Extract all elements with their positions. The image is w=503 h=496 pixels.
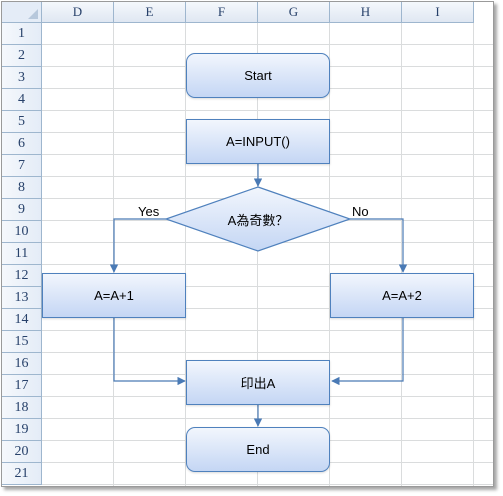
print-node-label: 印出A	[240, 376, 276, 391]
row-header[interactable]: 11	[2, 243, 42, 265]
column-header[interactable]: G	[258, 2, 330, 23]
input-node[interactable]: A=INPUT()	[186, 119, 330, 164]
row-header[interactable]: 3	[2, 67, 42, 89]
column-header[interactable]: H	[330, 2, 402, 23]
end-node-label: End	[246, 442, 270, 457]
connector-yes-to-print	[113, 317, 186, 386]
decision-node[interactable]: A為奇數？	[165, 188, 351, 250]
row-gridline	[42, 352, 493, 353]
column-gridline	[401, 23, 402, 486]
column-gridline	[185, 23, 186, 486]
connector-yes-branch	[109, 218, 166, 273]
row-gridline	[42, 286, 493, 287]
row-gridline	[42, 176, 493, 177]
row-header[interactable]: 6	[2, 133, 42, 155]
no-label: No	[352, 204, 369, 219]
select-all-corner[interactable]	[2, 2, 42, 23]
column-header[interactable]: F	[186, 2, 258, 23]
row-header[interactable]: 12	[2, 265, 42, 287]
row-header[interactable]: 4	[2, 89, 42, 111]
column-gridline	[329, 23, 330, 486]
row-header[interactable]: 8	[2, 177, 42, 199]
row-header[interactable]: 1	[2, 23, 42, 45]
row-header[interactable]: 7	[2, 155, 42, 177]
no-step-label: A=A+2	[382, 288, 422, 303]
column-gridline	[473, 23, 474, 486]
connector-no-branch	[350, 218, 408, 273]
row-gridline	[42, 110, 493, 111]
yes-step-node[interactable]: A=A+1	[42, 273, 186, 318]
end-node[interactable]: End	[186, 427, 330, 472]
row-gridline	[42, 308, 493, 309]
row-header[interactable]: 17	[2, 375, 42, 397]
column-gridline	[257, 23, 258, 486]
row-gridline	[42, 330, 493, 331]
row-gridline	[42, 418, 493, 419]
row-header[interactable]: 14	[2, 309, 42, 331]
column-header[interactable]: I	[402, 2, 474, 23]
row-header[interactable]: 10	[2, 221, 42, 243]
yes-label: Yes	[138, 204, 160, 219]
row-header[interactable]: 19	[2, 419, 42, 441]
select-all-triangle-icon	[28, 9, 38, 19]
connector-no-to-print	[331, 317, 404, 386]
row-header[interactable]: 15	[2, 331, 42, 353]
start-node-label: Start	[244, 68, 272, 83]
start-node[interactable]: Start	[186, 53, 330, 98]
row-gridline	[42, 44, 493, 45]
row-header[interactable]: 20	[2, 441, 42, 463]
row-header[interactable]: 21	[2, 463, 42, 485]
decision-diamond	[164, 186, 352, 252]
row-header[interactable]: 5	[2, 111, 42, 133]
print-node[interactable]: 印出A	[186, 360, 330, 405]
row-header[interactable]: 9	[2, 199, 42, 221]
column-header[interactable]: E	[114, 2, 186, 23]
row-gridline	[42, 484, 493, 485]
row-header[interactable]: 2	[2, 45, 42, 67]
row-header[interactable]: 16	[2, 353, 42, 375]
decision-node-label: A為奇數？	[227, 212, 289, 228]
row-header[interactable]: 13	[2, 287, 42, 309]
flowchart-connectors	[109, 162, 408, 427]
column-header[interactable]: D	[42, 2, 114, 23]
row-gridline	[42, 264, 493, 265]
yes-step-label: A=A+1	[94, 288, 134, 303]
row-header[interactable]: 18	[2, 397, 42, 419]
no-step-node[interactable]: A=A+2	[330, 273, 474, 318]
input-node-label: A=INPUT()	[226, 134, 290, 149]
